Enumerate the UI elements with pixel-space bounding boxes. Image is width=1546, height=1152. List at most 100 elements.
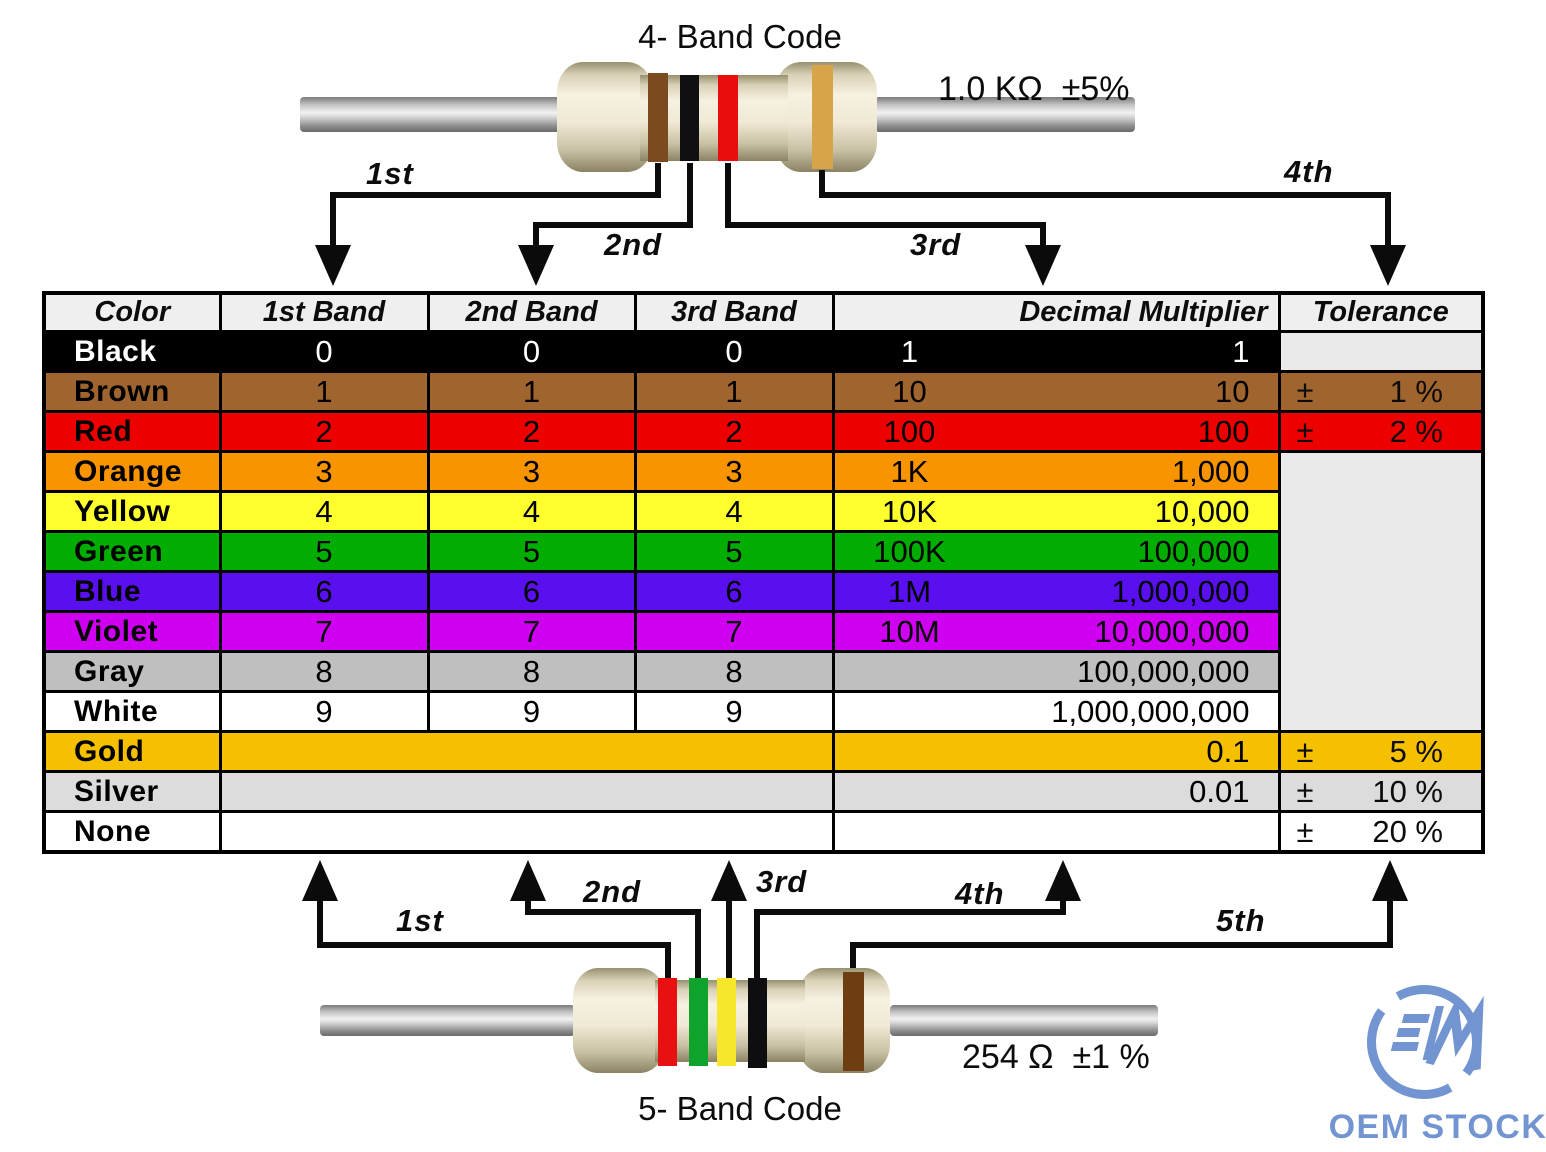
arrowhead-2nd — [510, 860, 546, 901]
oem-stock-logo: OEM STOCK — [1330, 985, 1546, 1146]
cell-band3: 2 — [633, 410, 835, 453]
arrow-label-3rd-bottom: 3rd — [756, 864, 808, 899]
cell-color-name: Green — [42, 530, 222, 573]
multiplier-long: 10,000,000 — [1094, 613, 1250, 649]
band-green — [689, 978, 708, 1066]
arrowhead-1st — [315, 245, 351, 286]
cell-band3: 5 — [633, 530, 835, 573]
band-brown — [843, 972, 864, 1071]
cell-color-name: Gold — [42, 730, 222, 773]
cell-band2: 1 — [426, 370, 637, 413]
body-left-cap — [557, 62, 653, 172]
tolerance-sign: ± — [1296, 413, 1314, 449]
multiplier-long: 10,000 — [1154, 493, 1250, 529]
logo-text: OEM STOCK — [1330, 1108, 1546, 1146]
resistance-value-5band: 254 Ω ±1 % — [962, 1038, 1150, 1076]
arrow-label-1st-top: 1st — [366, 156, 414, 191]
cell-bands-merged — [218, 810, 835, 854]
arrow-line-4th — [819, 170, 1391, 247]
resistance-value-4band: 1.0 KΩ ±5% — [938, 70, 1130, 108]
arrowhead-3rd — [711, 860, 747, 901]
cell-band1: 6 — [218, 570, 430, 613]
multiplier-long: 1,000,000,000 — [1051, 693, 1250, 729]
multiplier-long: 100 — [1197, 413, 1250, 449]
monogram-slash — [1422, 1006, 1445, 1060]
cell-multiplier: 1,000,000,000 — [831, 690, 1281, 733]
cell-tolerance: ±10 % — [1277, 770, 1485, 813]
cell-band1: 2 — [218, 410, 430, 453]
cell-multiplier: 0.1 — [831, 730, 1281, 773]
cell-band2: 3 — [426, 450, 637, 493]
header-2nd-band: 2nd Band — [426, 291, 637, 333]
cell-color-name: Yellow — [42, 490, 222, 533]
cell-band1: 1 — [218, 370, 430, 413]
cell-color-name: Blue — [42, 570, 222, 613]
cell-bands-merged — [218, 730, 835, 773]
arrowhead-4th — [1045, 860, 1081, 901]
cell-band3: 4 — [633, 490, 835, 533]
cell-color-name: White — [42, 690, 222, 733]
band-red — [658, 978, 677, 1066]
monogram-e-bar — [1401, 1014, 1431, 1023]
tolerance-sign: ± — [1296, 373, 1314, 409]
cell-tolerance: ±2 % — [1277, 410, 1485, 453]
header-3rd-band: 3rd Band — [633, 291, 835, 333]
cell-multiplier — [831, 810, 1281, 854]
four-band-title: 4- Band Code — [638, 18, 842, 55]
arrowhead-1st — [302, 860, 338, 901]
five-band-title: 5- Band Code — [638, 1090, 842, 1127]
table-row-gold: Gold 0.1±5 % — [42, 730, 1485, 773]
cell-band2: 7 — [426, 610, 637, 653]
cell-band3: 1 — [633, 370, 835, 413]
multiplier-long: 10 — [1215, 373, 1250, 409]
band-yellow — [717, 978, 736, 1066]
cell-band3: 7 — [633, 610, 835, 653]
arrow-label-2nd-top: 2nd — [604, 227, 663, 262]
cell-multiplier: 100,000,000 — [831, 650, 1281, 693]
arrow-label-4th-bottom: 4th — [955, 876, 1005, 911]
arrow-line-3rd — [725, 163, 1046, 247]
cell-band1: 7 — [218, 610, 430, 653]
cell-band2: 2 — [426, 410, 637, 453]
arrow-line-2nd — [525, 899, 701, 979]
header-decimal-multiplier: Decimal Multiplier — [831, 291, 1281, 333]
color-code-table: Color 1st Band 2nd Band 3rd Band Decimal… — [42, 291, 1485, 854]
cell-color-name: Black — [42, 330, 222, 373]
arrowhead-3rd — [1025, 245, 1061, 286]
cell-color-name: Red — [42, 410, 222, 453]
arrow-label-3rd-top: 3rd — [910, 227, 962, 262]
header-color: Color — [42, 291, 222, 333]
cell-band3: 9 — [633, 690, 835, 733]
band-black — [680, 75, 699, 161]
arrow-label-4th-top: 4th — [1284, 154, 1334, 189]
cell-band1: 0 — [218, 330, 430, 373]
cell-tolerance: ±5 % — [1277, 730, 1485, 773]
cell-color-name: Silver — [42, 770, 222, 813]
cell-band3: 3 — [633, 450, 835, 493]
cell-band2: 5 — [426, 530, 637, 573]
arrow-line-4th — [754, 899, 1066, 979]
monogram-m — [1425, 995, 1484, 1071]
cell-tolerance — [1277, 330, 1485, 373]
five-band-arrows — [302, 860, 1408, 979]
multiplier-short: 1 — [900, 333, 919, 369]
cell-band3: 6 — [633, 570, 835, 613]
arrow-label-5th-bottom: 5th — [1216, 903, 1266, 938]
arrowhead-5th — [1372, 860, 1408, 901]
five-band-resistor-illustration — [320, 968, 1158, 1073]
